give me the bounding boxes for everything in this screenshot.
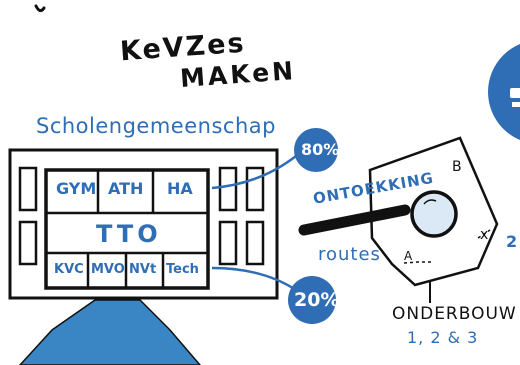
connector-bottom (211, 266, 297, 292)
title-line-2: MAKeN (179, 55, 297, 94)
program-nvt: NVt (129, 262, 157, 277)
program-gym: GYM (56, 179, 97, 198)
map-letter-b: B (452, 159, 462, 175)
program-ha: HA (167, 179, 193, 198)
percent-bubble-bottom (288, 276, 336, 324)
map-letter-a: A (404, 249, 413, 263)
program-tech: Tech (166, 262, 199, 277)
program-tto: TTO (96, 220, 162, 248)
arrow-up-shape (18, 299, 201, 365)
program-ath: ATH (108, 179, 144, 198)
school-label: Scholengemeenschap (36, 114, 276, 138)
scribble-mark (34, 4, 46, 13)
program-mvo: MVO (91, 262, 125, 277)
connector-top (211, 155, 297, 190)
routes-label: routes (318, 244, 381, 265)
program-kvc: KVC (54, 262, 84, 277)
magnifier-icon (298, 190, 458, 238)
onderbouw-years: 1, 2 & 3 (407, 328, 479, 347)
edge-digit: 2 (506, 232, 518, 251)
edge-circle-icon (488, 44, 520, 140)
onderbouw-label: ONDERBOUW (392, 304, 517, 324)
percent-top-label: 80% (301, 140, 340, 159)
percent-bubble-top (294, 128, 338, 172)
percent-bottom-label: 20% (294, 289, 340, 311)
map-letter-x: x (480, 227, 489, 243)
